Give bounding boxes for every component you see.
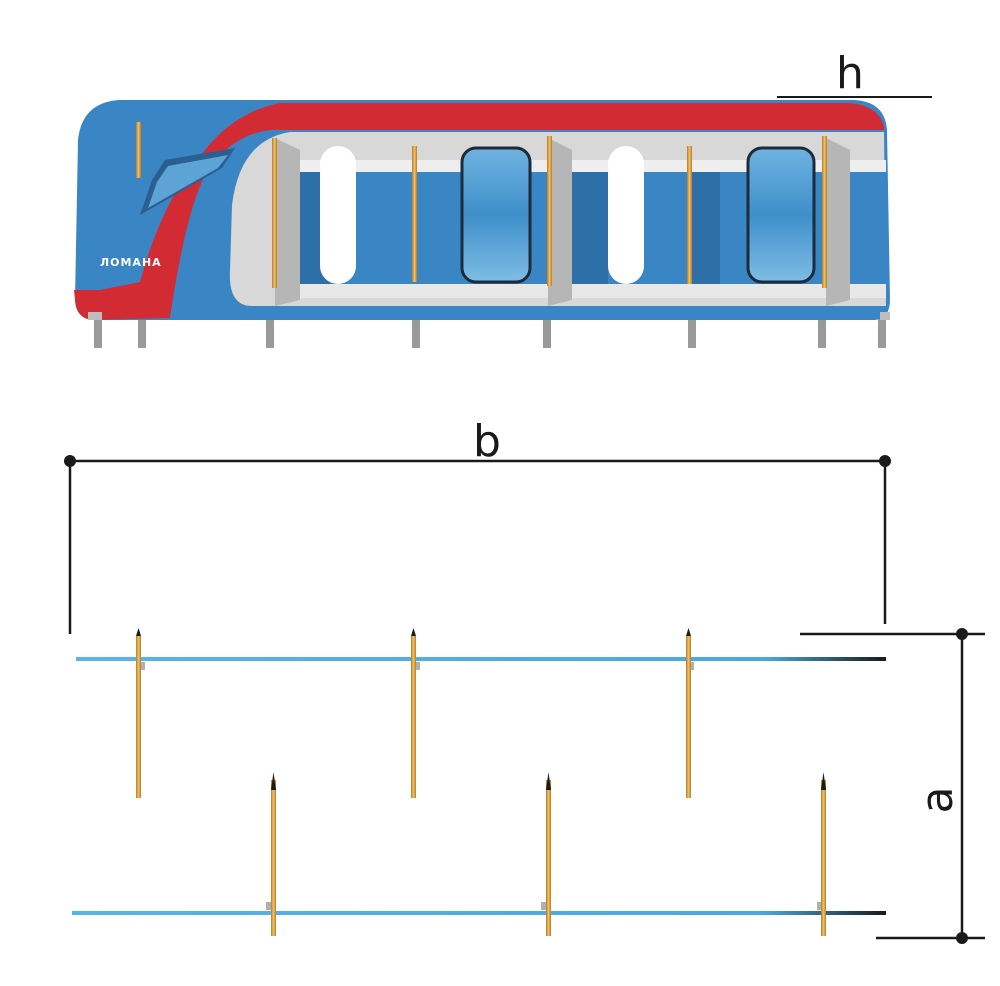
dimension-label-a: a [912, 787, 963, 814]
window-glass-right [746, 146, 816, 284]
rail-top [76, 657, 886, 661]
dimension-dot [956, 628, 968, 640]
dimension-dot [879, 455, 891, 467]
dimension-label-b: b [473, 416, 501, 467]
train-elevation: ЛОМАНА [74, 100, 890, 348]
dimension-dot [64, 455, 76, 467]
handrail-pole [271, 772, 276, 936]
support-legs [94, 318, 886, 348]
train-poles [136, 122, 827, 288]
rail-bottom [72, 911, 886, 915]
dimension-dot [956, 932, 968, 944]
handrail-pole [686, 628, 691, 798]
brand-label: ЛОМАНА [100, 256, 162, 269]
dimension-label-h: h [836, 48, 864, 99]
handrail-pole [411, 628, 416, 798]
window-opening-left [320, 146, 356, 284]
window-glass-left [460, 146, 532, 284]
handrail-pole [546, 772, 551, 936]
window-opening-right [608, 146, 644, 284]
panel-walls [275, 138, 850, 306]
dimension-b: b [64, 416, 891, 634]
dimension-a: a [800, 628, 985, 944]
handrail-pole [821, 772, 826, 936]
red-stripe [74, 103, 884, 320]
plan-view [72, 628, 886, 936]
dimension-h: h [777, 48, 932, 99]
handrail-pole [136, 628, 141, 798]
